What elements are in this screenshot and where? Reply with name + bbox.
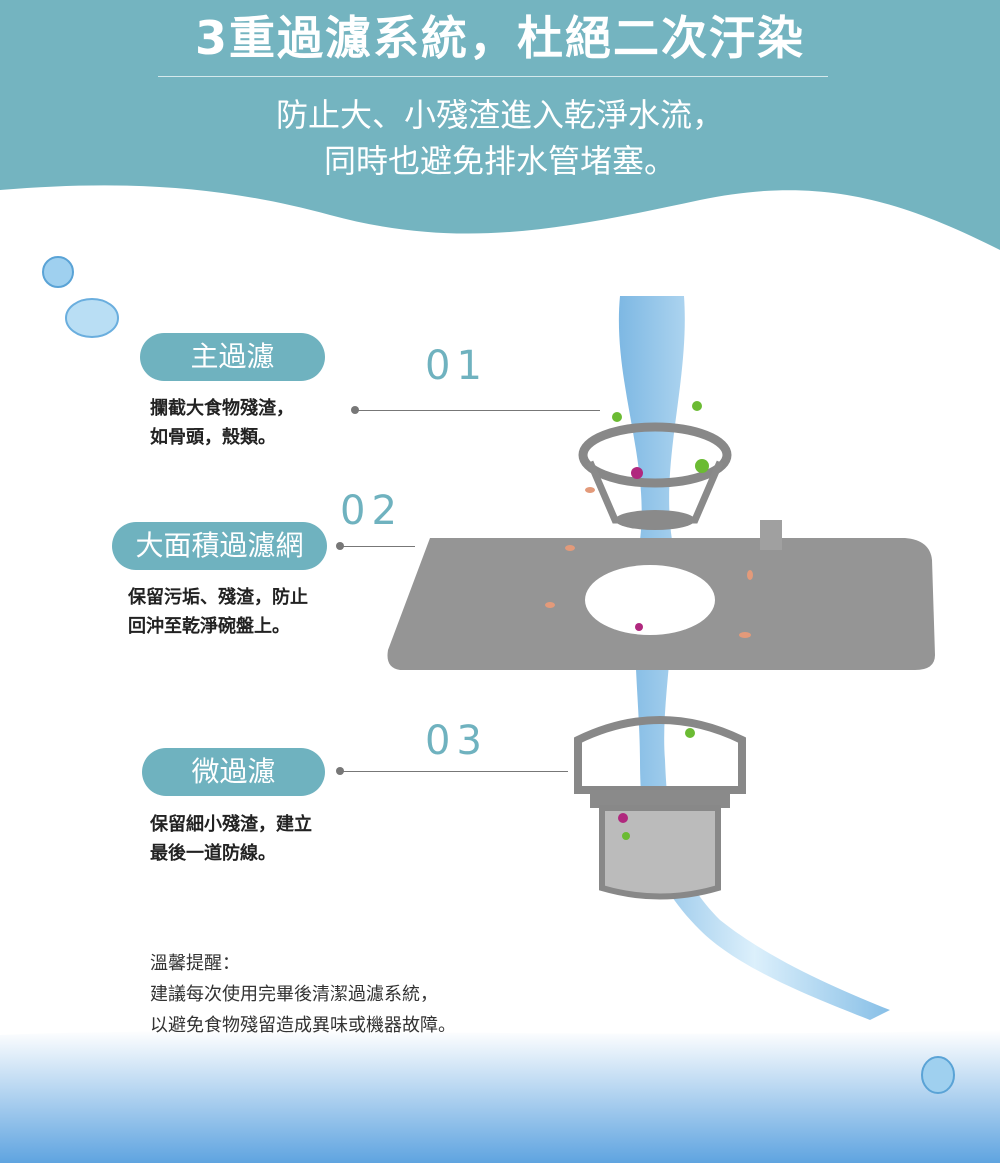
page-title: 3重過濾系統，杜絕二次汙染 [194, 11, 805, 65]
main-filter-basket [578, 422, 732, 530]
reminder-heading: 溫馨提醒： [150, 953, 240, 974]
bottom-gradient [0, 1030, 1000, 1163]
header-wave [0, 0, 1000, 250]
pointer-line [355, 410, 600, 411]
stage-3-description: 保留細小殘渣，建立 最後一道防線。 [150, 810, 312, 868]
micro-filter-cup [574, 716, 746, 900]
care-reminder: 溫馨提醒： 建議每次使用完畢後清潔過濾系統， 以避免食物殘留造成異味或機器故障。 [150, 948, 456, 1041]
subtitle-line: 防止大、小殘渣進入乾淨水流， [275, 96, 724, 134]
water-drop-icons [42, 256, 955, 1094]
stage-2-label: 大面積過濾網 [112, 522, 327, 570]
subtitle-line: 同時也避免排水管堵塞。 [323, 142, 676, 180]
water-stream [618, 296, 890, 1020]
desc-line: 如骨頭，殼類。 [150, 427, 276, 448]
stage-1-description: 攔截大食物殘渣， 如骨頭，殼類。 [150, 394, 294, 452]
large-mesh-filter [387, 520, 935, 670]
stage-3-number: 03 [425, 718, 488, 764]
desc-line: 回沖至乾淨碗盤上。 [128, 616, 290, 637]
reminder-line: 建議每次使用完畢後清潔過濾系統， [150, 984, 438, 1005]
pointer-line [340, 771, 568, 772]
desc-line: 保留污垢、殘渣，防止 [128, 587, 308, 608]
desc-line: 保留細小殘渣，建立 [150, 814, 312, 835]
stage-1-label: 主過濾 [140, 333, 325, 381]
stage-2-number: 02 [340, 488, 403, 534]
stage-3-label: 微過濾 [142, 748, 325, 796]
stage-1-number: 01 [425, 343, 488, 389]
pointer-line [340, 546, 415, 547]
subtitle: 防止大、小殘渣進入乾淨水流， 同時也避免排水管堵塞。 [0, 92, 1000, 184]
debris-particles [545, 401, 753, 840]
stage-2-description: 保留污垢、殘渣，防止 回沖至乾淨碗盤上。 [128, 583, 308, 641]
title-divider [158, 76, 828, 77]
reminder-line: 以避免食物殘留造成異味或機器故障。 [150, 1015, 456, 1036]
desc-line: 攔截大食物殘渣， [150, 398, 294, 419]
desc-line: 最後一道防線。 [150, 843, 276, 864]
